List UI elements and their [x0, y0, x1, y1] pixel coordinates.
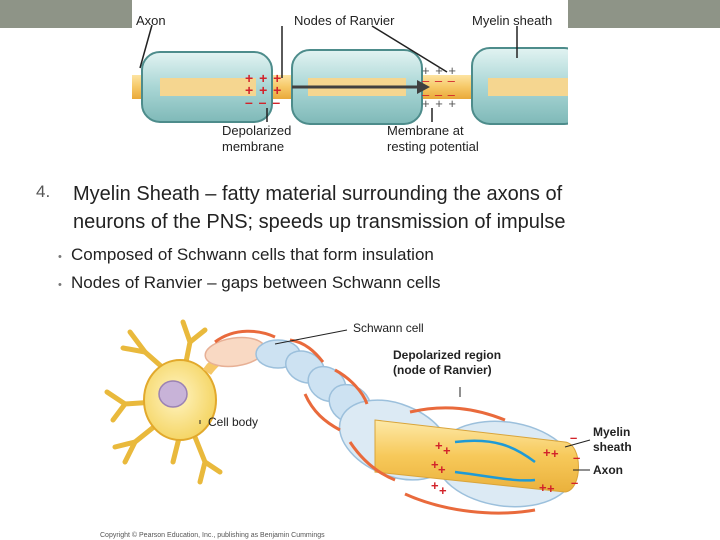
axon-diagram-graphic	[132, 24, 568, 125]
svg-text:+: +	[431, 478, 439, 493]
charge-minus-1: – – –	[245, 94, 282, 110]
header-bar-right	[568, 0, 720, 28]
point-text: Myelin Sheath – fatty material surroundi…	[73, 180, 565, 236]
axon-cutaway	[374, 419, 579, 493]
svg-text:–: –	[570, 430, 577, 445]
axon-leader-line	[139, 24, 153, 69]
label-axon: Axon	[136, 13, 166, 28]
copyright-notice: Copyright © Pearson Education, Inc., pub…	[100, 532, 325, 539]
node-leader-line-2	[371, 25, 448, 73]
neuron-graphic: ++ ++ ++ ++ ++ –––	[104, 319, 591, 515]
bullet-item: •Nodes of Ranvier – gaps between Schwann…	[58, 273, 441, 292]
label-resting-line1: Membrane at	[387, 123, 464, 138]
label-myelin-sheath-line2: sheath	[593, 440, 632, 454]
svg-text:+: +	[551, 446, 559, 461]
svg-text:+: +	[438, 462, 446, 477]
svg-text:+: +	[543, 445, 551, 460]
nucleus	[158, 380, 188, 408]
svg-text:+: +	[435, 438, 443, 453]
svg-text:+: +	[539, 480, 547, 495]
label-cell-body: Cell body	[208, 415, 259, 429]
svg-text:+: +	[431, 457, 439, 472]
charge-plus-2: + + +	[245, 82, 283, 98]
svg-text:+: +	[443, 443, 451, 458]
label-resting-line2: resting potential	[387, 139, 479, 154]
charge-plus-1: + + +	[245, 70, 283, 86]
myelinated-axon-diagram: Axon Nodes of Ranvier Myelin sheath + + …	[132, 0, 568, 165]
myelin-leader	[564, 439, 591, 448]
svg-text:–: –	[573, 450, 580, 465]
point-number: 4.	[36, 182, 51, 201]
charge-plus-4: + + +	[422, 96, 457, 111]
axon-inner-3	[488, 78, 568, 96]
header-bar-left	[0, 0, 132, 28]
charges: ++ ++ ++ ++ ++ –––	[431, 430, 580, 498]
svg-text:+: +	[547, 481, 555, 496]
label-nodes-of-ranvier: Nodes of Ranvier	[294, 13, 395, 28]
point-text-line2: neurons of the PNS; speeds up transmissi…	[73, 211, 566, 233]
axon-inner-1	[160, 78, 256, 96]
label-depolarized-line2: membrane	[222, 139, 285, 154]
impulse-arrowhead	[417, 80, 430, 94]
label-depolarized-region-line2: (node of Ranvier)	[393, 363, 492, 377]
charge-plus-3: + + +	[422, 63, 457, 78]
point-text-line1: Myelin Sheath – fatty material surroundi…	[73, 183, 563, 205]
bullet-text: Composed of Schwann cells that form insu…	[71, 245, 434, 264]
label-axon: Axon	[593, 463, 623, 477]
label-myelin-sheath-line1: Myelin	[593, 425, 631, 439]
svg-text:–: –	[571, 475, 578, 490]
bullet-item: •Composed of Schwann cells that form ins…	[58, 245, 434, 264]
neuron-diagram: ++ ++ ++ ++ ++ ––– Schwann cell Depolari…	[95, 312, 655, 540]
ion-arrows	[454, 439, 536, 482]
label-depolarized-line1: Depolarized	[222, 123, 292, 138]
charge-minus-2: – – –	[422, 73, 456, 88]
charge-minus-3: – – –	[422, 87, 456, 102]
schwann-leader	[274, 329, 348, 345]
label-myelin-sheath: Myelin sheath	[472, 13, 553, 28]
current-arrows	[214, 329, 536, 515]
bullet-text: Nodes of Ranvier – gaps between Schwann …	[71, 273, 441, 292]
label-schwann-cell: Schwann cell	[353, 321, 424, 335]
svg-text:+: +	[439, 483, 447, 498]
label-depolarized-region-line1: Depolarized region	[393, 348, 502, 362]
